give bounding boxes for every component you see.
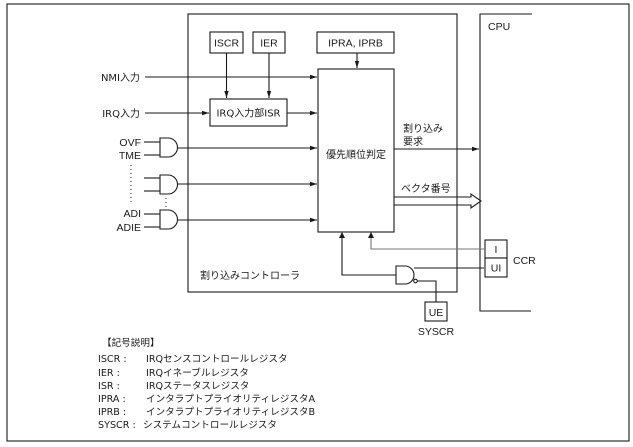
priority-decision-box bbox=[317, 68, 395, 233]
and-gate-icon bbox=[159, 174, 179, 195]
interrupt-controller-label: 割り込みコントローラ bbox=[200, 269, 300, 282]
legend-abbr: SYSCR : bbox=[98, 420, 136, 431]
i-bit-feedback-line bbox=[370, 233, 484, 250]
ccr-ui-bit-box bbox=[484, 257, 508, 278]
ier-label: IER bbox=[260, 38, 278, 50]
gate-icon bbox=[395, 265, 415, 285]
interrupt-controller-block bbox=[187, 13, 458, 293]
legend-desc: IRQセンスコントロールレジスタ bbox=[146, 354, 288, 365]
and-gate-icon bbox=[159, 209, 179, 230]
legend-desc: インタラプトプライオリティレジスタA bbox=[146, 394, 316, 405]
legend: 【記号説明】 ISCR : IRQセンスコントロールレジスタ IER : IRQ… bbox=[98, 337, 316, 431]
legend-abbr: ISR : bbox=[98, 381, 120, 392]
tme-label: TME bbox=[119, 150, 141, 162]
legend-abbr: IER : bbox=[98, 368, 120, 379]
legend-desc: IRQイネーブルレジスタ bbox=[146, 367, 249, 379]
legend-desc: システムコントロールレジスタ bbox=[143, 420, 277, 431]
nmi-input-label: NMI入力 bbox=[101, 71, 140, 84]
irq-input-label: IRQ入力 bbox=[102, 107, 140, 120]
and-gate-icon bbox=[159, 137, 179, 158]
figure-frame bbox=[6, 3, 630, 442]
ovf-label: OVF bbox=[119, 137, 141, 149]
priority-decision-label: 優先順位判定 bbox=[326, 148, 386, 161]
cpu-label: CPU bbox=[488, 21, 510, 33]
interrupt-request-label-line2: 要求 bbox=[403, 136, 423, 148]
syscr-label: SYSCR bbox=[418, 326, 455, 338]
ccr-ui-label: UI bbox=[491, 263, 502, 275]
legend-abbr: ISCR : bbox=[98, 354, 127, 365]
ue-bit-wire bbox=[417, 280, 437, 302]
gate-output-line bbox=[341, 233, 396, 276]
irq-input-unit-label: IRQ入力部ISR bbox=[216, 107, 280, 120]
syscr-ue-bit-box bbox=[424, 301, 448, 322]
legend-abbr: IPRB : bbox=[98, 407, 126, 418]
ue-label: UE bbox=[429, 307, 444, 319]
iscr-label: ISCR bbox=[214, 38, 240, 50]
arrowhead-icon bbox=[368, 232, 374, 238]
inverter-bubble-icon bbox=[413, 278, 418, 284]
legend-desc: IRQステータスレジスタ bbox=[146, 381, 249, 392]
legend-title: 【記号説明】 bbox=[102, 337, 160, 349]
ccr-i-label: I bbox=[495, 244, 498, 256]
ipr-register-box bbox=[316, 31, 395, 54]
legend-desc: インタラプトプライオリティレジスタB bbox=[146, 407, 315, 418]
vector-number-arrow bbox=[394, 192, 482, 210]
ccr-label: CCR bbox=[513, 255, 536, 267]
cpu-block bbox=[479, 13, 532, 312]
legend-abbr: IPRA : bbox=[98, 394, 126, 405]
adie-label: ADIE bbox=[116, 222, 141, 234]
arrowhead-icon bbox=[339, 232, 345, 238]
vector-number-label: ベクタ番号 bbox=[401, 183, 451, 195]
interrupt-request-label-line1: 割り込み bbox=[403, 122, 443, 135]
adi-label: ADI bbox=[123, 208, 141, 220]
irq-input-unit-box bbox=[209, 98, 288, 127]
ipr-label: IPRA, IPRB bbox=[328, 38, 383, 50]
